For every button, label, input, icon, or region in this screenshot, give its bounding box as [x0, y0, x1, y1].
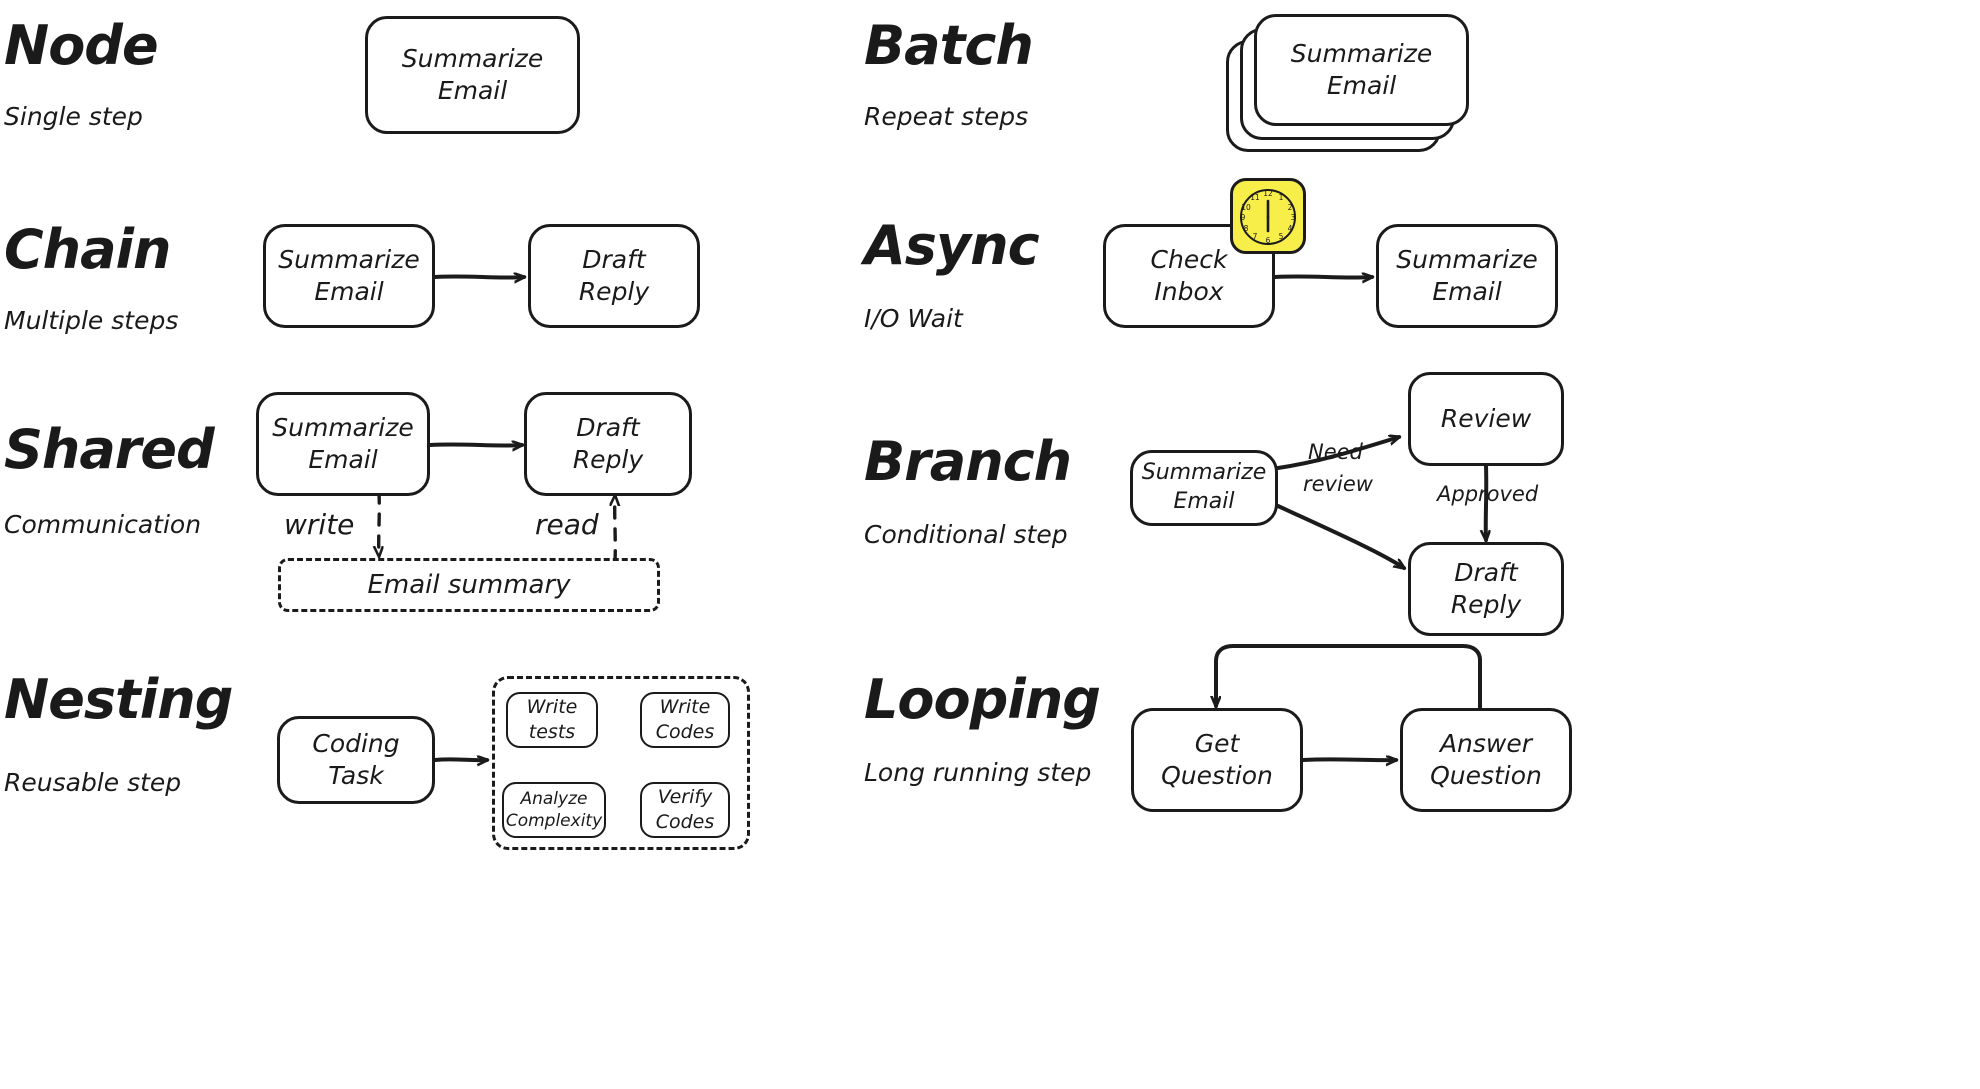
node-label-line2: Reply	[578, 277, 650, 306]
shared-store-email-summary[interactable]: Email summary	[278, 558, 660, 612]
section-title-batch: Batch	[864, 14, 1034, 77]
section-subtitle-shared: Communication	[4, 510, 202, 539]
svg-text:8: 8	[1244, 224, 1249, 233]
section-title-nesting: Nesting	[4, 668, 233, 731]
node-branch-review[interactable]: Review	[1408, 372, 1564, 466]
section-subtitle-chain: Multiple steps	[4, 306, 179, 335]
edge-shared-1	[428, 444, 522, 445]
section-subtitle-nesting: Reusable step	[4, 768, 182, 797]
section-subtitle-batch: Repeat steps	[864, 102, 1029, 131]
node-label-line2: Question	[1161, 761, 1273, 790]
batch-card-front[interactable]: Summarize Email	[1254, 14, 1469, 126]
node-async-summarize-email[interactable]: Summarize Email	[1376, 224, 1558, 328]
node-shared-summarize-email[interactable]: Summarize Email	[256, 392, 430, 496]
edge-label-need: Need	[1308, 440, 1363, 464]
edge-chain-1	[433, 276, 524, 277]
node-label-line1: Review	[1440, 403, 1532, 433]
svg-text:12: 12	[1263, 189, 1273, 198]
edge-branch-draft	[1276, 504, 1404, 570]
node-label-line1: Draft	[576, 412, 640, 442]
node-chain-summarize-email[interactable]: Summarize Email	[263, 224, 435, 328]
node-label-line1: Coding	[312, 728, 400, 758]
svg-text:3: 3	[1291, 213, 1296, 222]
node-label-line2: Codes	[655, 811, 715, 833]
node-label-line1: Summarize	[1396, 244, 1538, 274]
section-title-shared: Shared	[4, 418, 215, 481]
node-label-line1: Draft	[582, 244, 646, 274]
node-nesting-verify-codes[interactable]: Verify Codes	[640, 782, 730, 838]
node-label-line2: Email	[308, 445, 378, 474]
svg-text:2: 2	[1288, 203, 1293, 212]
edge-shared-write	[379, 490, 380, 556]
node-looping-answer-question[interactable]: Answer Question	[1400, 708, 1572, 812]
node-label-line1: Summarize	[401, 43, 544, 73]
node-label-line1: Analyze	[520, 788, 588, 809]
node-nesting-coding-task[interactable]: Coding Task	[277, 716, 435, 804]
node-label-line2: Codes	[655, 721, 715, 743]
node-label-line2: Email	[1173, 489, 1235, 514]
edge-label-write: write	[284, 508, 355, 541]
node-shared-draft-reply[interactable]: Draft Reply	[524, 392, 692, 496]
node-label-line2: tests	[528, 721, 576, 743]
node-label-line2: Question	[1430, 761, 1542, 790]
edge-branch-approved	[1486, 464, 1487, 540]
section-subtitle-async: I/O Wait	[864, 304, 963, 333]
edge-nesting-1	[433, 759, 487, 760]
edge-shared-read	[615, 496, 616, 564]
svg-text:5: 5	[1279, 232, 1284, 241]
node-label-line2: Task	[328, 761, 384, 790]
svg-text:6: 6	[1266, 236, 1271, 245]
node-label-line2: Email	[1432, 277, 1502, 306]
node-summarize-email[interactable]: Summarize Email	[365, 16, 580, 134]
svg-text:1: 1	[1279, 193, 1284, 202]
section-title-chain: Chain	[4, 218, 171, 281]
node-looping-get-question[interactable]: Get Question	[1131, 708, 1303, 812]
svg-text:7: 7	[1253, 232, 1258, 241]
section-subtitle-node: Single step	[4, 102, 143, 131]
section-subtitle-branch: Conditional step	[864, 520, 1068, 549]
node-label-line2: Reply	[572, 445, 644, 474]
svg-text:9: 9	[1241, 213, 1246, 222]
edge-looping-forward	[1301, 759, 1396, 760]
node-label-line2: Email	[1326, 71, 1397, 100]
node-label-line2: Complexity	[505, 811, 603, 831]
edge-async-1	[1273, 276, 1372, 277]
edge-label-review: review	[1303, 472, 1373, 496]
node-label-line1: Write	[659, 696, 711, 719]
section-title-async: Async	[864, 214, 1040, 277]
edge-label-approved: Approved	[1437, 482, 1539, 506]
node-label-line1: Summarize	[1290, 38, 1433, 68]
clock-icon: 12 1 2 3 4 5 6 7 8 9 10 11	[1230, 178, 1306, 254]
node-nesting-write-codes[interactable]: Write Codes	[640, 692, 730, 748]
section-subtitle-looping: Long running step	[864, 758, 1092, 787]
node-label-line1: Write	[526, 696, 578, 719]
edge-looping-feedback	[1216, 644, 1482, 714]
section-title-node: Node	[4, 14, 159, 77]
node-label-line1: Summarize	[1141, 460, 1267, 486]
node-label-line1: Answer	[1439, 728, 1533, 758]
shared-store-label: Email summary	[367, 570, 571, 600]
edge-branch-review	[1276, 437, 1399, 470]
svg-text:10: 10	[1241, 203, 1251, 212]
node-branch-draft-reply[interactable]: Draft Reply	[1408, 542, 1564, 636]
node-label-line2: Email	[437, 76, 508, 105]
svg-text:4: 4	[1288, 224, 1293, 233]
node-label-line1: Verify	[657, 786, 713, 809]
node-label-line1: Summarize	[272, 412, 414, 442]
svg-text:11: 11	[1250, 193, 1260, 202]
node-label-line2: Email	[314, 277, 384, 306]
node-label-line1: Draft	[1454, 557, 1518, 587]
node-chain-draft-reply[interactable]: Draft Reply	[528, 224, 700, 328]
node-label-line1: Get	[1194, 728, 1240, 758]
node-branch-summarize-email[interactable]: Summarize Email	[1130, 450, 1278, 526]
edge-label-read: read	[535, 508, 599, 541]
node-label-line1: Summarize	[278, 244, 420, 274]
node-nesting-write-tests[interactable]: Write tests	[506, 692, 598, 748]
node-label-line2: Reply	[1450, 590, 1522, 619]
node-label-line1: Check	[1150, 244, 1228, 274]
node-label-line2: Inbox	[1154, 277, 1224, 306]
section-title-looping: Looping	[864, 668, 1101, 731]
node-nesting-analyze-complexity[interactable]: Analyze Complexity	[502, 782, 606, 838]
section-title-branch: Branch	[864, 430, 1072, 493]
